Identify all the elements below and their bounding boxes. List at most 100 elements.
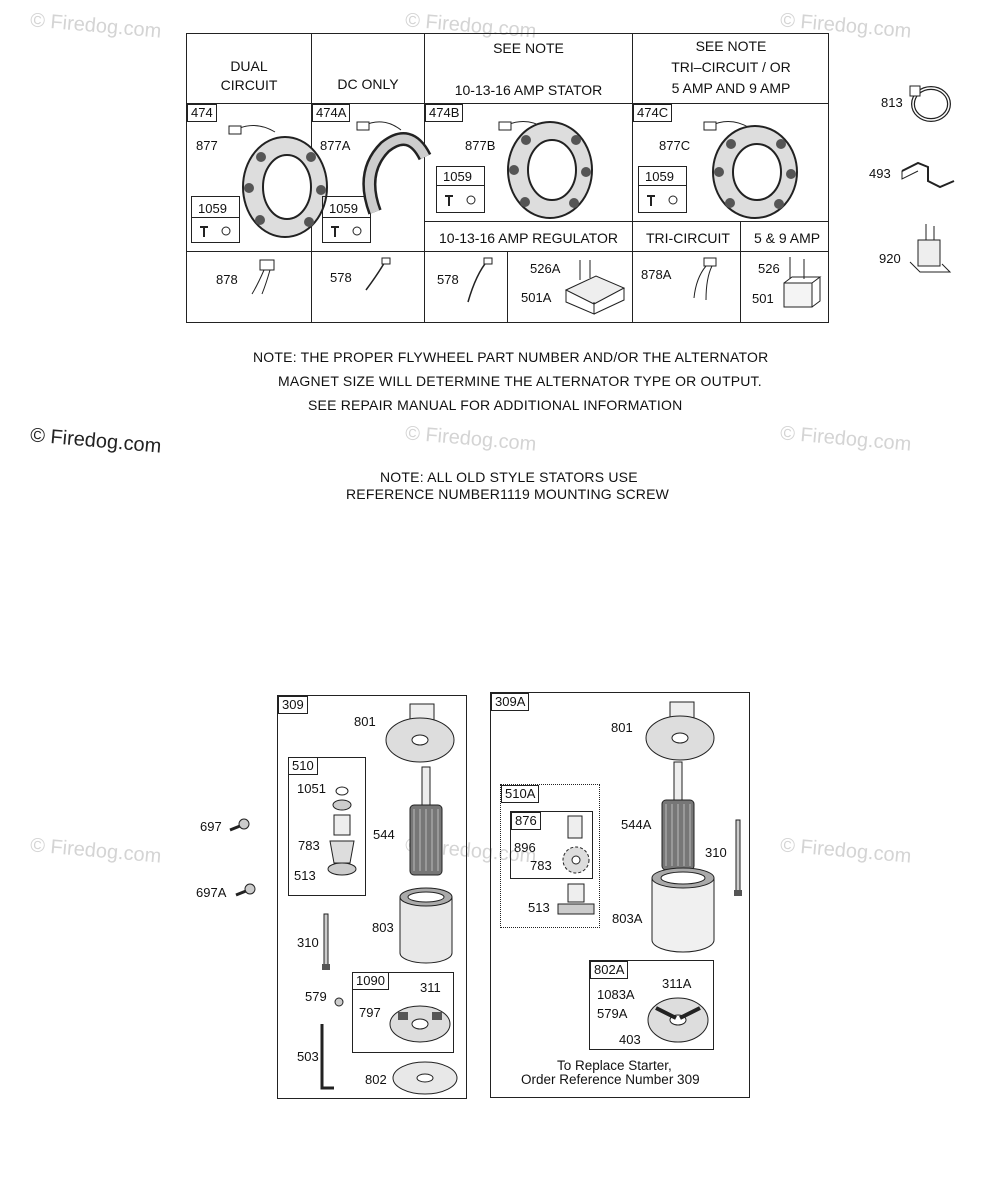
bracket-icon bbox=[901, 161, 955, 189]
starter-309-frame bbox=[277, 695, 467, 1099]
column-header-dc-only: DC ONLY bbox=[337, 76, 399, 92]
part-label: 803 bbox=[372, 920, 394, 935]
part-label: 1059 bbox=[329, 201, 358, 216]
hardware-kit-box bbox=[322, 196, 371, 243]
part-label: 578 bbox=[437, 272, 459, 287]
ref-tag: 802A bbox=[590, 961, 629, 979]
part-label: 501 bbox=[752, 291, 774, 306]
hardware-kit-divider bbox=[436, 185, 485, 186]
wire-harness-icon bbox=[693, 257, 717, 301]
brush-kit-1090 bbox=[352, 972, 454, 1053]
replace-note-line: To Replace Starter, bbox=[557, 1058, 672, 1073]
part-label: 783 bbox=[298, 838, 320, 853]
screw-icon bbox=[647, 195, 678, 206]
part-label: 493 bbox=[869, 166, 891, 181]
part-label: 526A bbox=[530, 261, 561, 276]
part-label: 1051 bbox=[297, 781, 326, 796]
drive-clutch-icon bbox=[557, 883, 595, 915]
part-label: 1083A bbox=[597, 987, 635, 1002]
wire-icon bbox=[467, 257, 493, 303]
part-label: 1059 bbox=[198, 201, 227, 216]
table-grid bbox=[186, 33, 829, 323]
part-label: 513 bbox=[294, 868, 316, 883]
ref-tag: 309A bbox=[491, 693, 530, 711]
part-label: 501A bbox=[521, 290, 552, 305]
hardware-kit-divider bbox=[191, 217, 240, 218]
regulator-icon bbox=[564, 260, 626, 315]
watermark: © Firedog.com bbox=[29, 834, 163, 868]
brush-plate-icon bbox=[389, 1005, 451, 1043]
screw-icon bbox=[229, 818, 250, 832]
screw-icon bbox=[445, 195, 476, 206]
drive-kit-510 bbox=[288, 757, 366, 896]
armature-icon bbox=[409, 766, 443, 876]
screw-icon bbox=[331, 226, 362, 237]
part-label: 310 bbox=[705, 845, 727, 860]
ref-tag: 309 bbox=[278, 696, 308, 714]
part-label: 877C bbox=[659, 138, 691, 153]
tri-circuit-header: TRI-CIRCUIT bbox=[646, 230, 730, 246]
stator-icon bbox=[356, 121, 432, 215]
part-label: 877 bbox=[196, 138, 218, 153]
ref-tag: 510 bbox=[288, 757, 318, 775]
ref-tag: 474B bbox=[425, 104, 464, 122]
drive-gear-icon bbox=[327, 786, 357, 876]
stator-icon bbox=[498, 121, 593, 219]
hose-clamp-icon bbox=[909, 85, 951, 122]
end-cap-icon bbox=[385, 703, 455, 763]
part-label: 579A bbox=[597, 1006, 628, 1021]
solenoid-icon bbox=[909, 224, 952, 273]
column-header-dual-circuit: DUAL CIRCUIT bbox=[220, 58, 278, 93]
nut-icon bbox=[334, 997, 344, 1007]
ref-tag: 1090 bbox=[352, 972, 389, 990]
part-label: 877A bbox=[320, 138, 351, 153]
hardware-kit-divider bbox=[638, 185, 687, 186]
pinion-kit-876 bbox=[510, 811, 593, 879]
stator-note-line: REFERENCE NUMBER1119 MOUNTING SCREW bbox=[346, 486, 670, 502]
ref-tag: 474A bbox=[312, 104, 351, 122]
five-nine-amp-header: 5 & 9 AMP bbox=[754, 230, 821, 246]
watermark: © Firedog.com bbox=[404, 422, 538, 456]
ref-tag: 876 bbox=[511, 812, 541, 830]
watermark: © Firedog.com bbox=[779, 422, 913, 456]
end-plate-icon bbox=[392, 1061, 458, 1095]
part-label: 801 bbox=[611, 720, 633, 735]
part-label: 697A bbox=[196, 885, 227, 900]
stator-icon bbox=[703, 121, 798, 219]
ref-tag: 510A bbox=[501, 785, 540, 803]
flywheel-note-line: SEE REPAIR MANUAL FOR ADDITIONAL INFORMA… bbox=[308, 397, 683, 413]
part-label: 801 bbox=[354, 714, 376, 729]
part-label: 878 bbox=[216, 272, 238, 287]
part-label: 1059 bbox=[443, 169, 472, 184]
ref-tag: 474C bbox=[633, 104, 673, 122]
hardware-kit-box bbox=[436, 166, 485, 213]
drive-kit-510a bbox=[500, 784, 600, 928]
part-label: 311A bbox=[662, 976, 692, 991]
motor-housing-icon bbox=[651, 867, 715, 953]
part-label: 896 bbox=[514, 840, 536, 855]
stator-note-line: NOTE: ALL OLD STYLE STATORS USE bbox=[380, 469, 638, 485]
part-label: 920 bbox=[879, 251, 901, 266]
part-label: 544 bbox=[373, 827, 395, 842]
part-label: 403 bbox=[619, 1032, 641, 1047]
flywheel-note-line: NOTE: THE PROPER FLYWHEEL PART NUMBER AN… bbox=[253, 349, 769, 365]
thru-bolt-icon bbox=[322, 913, 330, 970]
starter-309a-frame bbox=[490, 692, 750, 1098]
end-kit-802a bbox=[589, 960, 714, 1050]
part-label: 513 bbox=[528, 900, 550, 915]
hardware-kit-box bbox=[638, 166, 687, 213]
part-label: 578 bbox=[330, 270, 352, 285]
end-cap-icon bbox=[645, 701, 715, 761]
part-label: 579 bbox=[305, 989, 327, 1004]
part-label: 797 bbox=[359, 1005, 381, 1020]
part-label: 877B bbox=[465, 138, 496, 153]
part-label: 697 bbox=[200, 819, 222, 834]
watermark: © Firedog.com bbox=[779, 834, 913, 868]
hardware-kit-divider bbox=[322, 217, 371, 218]
watermark: © Firedog.com bbox=[29, 424, 163, 458]
column-header-stator: SEE NOTE 10-13-16 AMP STATOR bbox=[454, 40, 603, 98]
strap-icon bbox=[320, 1024, 334, 1090]
flywheel-note-line: MAGNET SIZE WILL DETERMINE THE ALTERNATO… bbox=[278, 373, 762, 389]
part-label: 803A bbox=[612, 911, 643, 926]
motor-housing-icon bbox=[399, 887, 453, 964]
